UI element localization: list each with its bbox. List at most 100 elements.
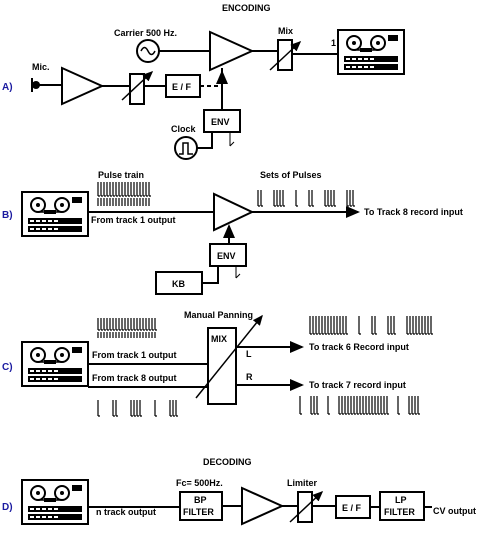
pulse-mark xyxy=(175,400,178,417)
ef-label-a: E / F xyxy=(172,82,192,92)
pulse-mark xyxy=(338,396,341,415)
pulse-mark xyxy=(139,318,142,331)
pulse-mark xyxy=(313,396,316,415)
from-track1-label: From track 1 output xyxy=(92,350,177,360)
section-b-letter: B) xyxy=(2,210,13,221)
pulse-mark xyxy=(127,182,130,197)
pulse-mark xyxy=(374,396,377,415)
pulse-mark xyxy=(386,396,389,415)
pulse-mark xyxy=(97,182,100,197)
pulse-mark xyxy=(112,400,115,417)
tape-recorder-c xyxy=(21,341,89,387)
left-channel-label: L xyxy=(246,349,252,359)
pulse-mark xyxy=(109,318,112,331)
pulse-mark xyxy=(276,190,279,207)
pulse-mark xyxy=(349,190,352,207)
sine-wave-icon xyxy=(140,46,156,56)
pulse-mark xyxy=(133,400,136,417)
pulse-mark xyxy=(130,400,133,417)
pulse-mark xyxy=(112,182,115,197)
pulse-mark xyxy=(154,400,157,417)
pulse-mark xyxy=(121,182,124,197)
amplifier-d xyxy=(241,486,285,526)
clock-label: Clock xyxy=(171,124,197,134)
sets-of-pulses-label: Sets of Pulses xyxy=(260,170,322,180)
pulse-mark xyxy=(333,190,336,207)
mic-amplifier xyxy=(61,66,105,106)
pulse-mark xyxy=(383,396,386,415)
pulse-mark xyxy=(279,190,282,207)
pulse-mark xyxy=(133,182,136,197)
right-channel-label: R xyxy=(246,372,253,382)
pulse-mark xyxy=(142,318,145,331)
tape-recorder-a xyxy=(337,29,405,75)
pulse-mark xyxy=(136,400,139,417)
pulse-mark xyxy=(330,316,333,335)
section-a-letter: A) xyxy=(2,82,13,93)
pulse-mark xyxy=(421,316,424,335)
pulse-mark xyxy=(424,316,427,335)
pulse-mark xyxy=(142,182,145,197)
pulse-mark xyxy=(145,182,148,197)
pulse-mark xyxy=(139,182,142,197)
mix-label-c: MIX xyxy=(211,334,227,344)
pulse-mark xyxy=(151,318,154,331)
pulse-sets-c-icon xyxy=(97,400,178,417)
pulse-mark xyxy=(103,318,106,331)
decoding-title: DECODING xyxy=(203,457,252,467)
bp-label-2: FILTER xyxy=(183,507,214,517)
pulse-mark xyxy=(339,316,342,335)
pulse-mark xyxy=(371,396,374,415)
lp-label-2: FILTER xyxy=(384,507,415,517)
pulse-mark xyxy=(377,396,380,415)
pulse-mark xyxy=(127,318,130,331)
pulse-mark xyxy=(315,316,318,335)
to-track6-label: To track 6 Record input xyxy=(309,342,409,352)
pulse-mark xyxy=(321,316,324,335)
pulse-mark xyxy=(368,396,371,415)
pulse-sets-icon xyxy=(257,190,355,207)
pulse-mark xyxy=(106,318,109,331)
pulse-mark xyxy=(311,190,314,207)
pulse-mark xyxy=(257,190,260,207)
clock-oscillator xyxy=(174,136,198,160)
pulse-mark xyxy=(380,396,383,415)
pulse-mark xyxy=(312,316,315,335)
pulse-mark xyxy=(115,182,118,197)
bp-filter-box xyxy=(179,491,223,521)
pulse-mark xyxy=(106,182,109,197)
pulse-mark xyxy=(318,316,321,335)
mix-label-a: Mix xyxy=(278,26,293,36)
pulse-mark xyxy=(411,396,414,415)
pulse-mark xyxy=(418,316,421,335)
n-track-label: n track output xyxy=(96,507,156,517)
pulse-output-r-icon xyxy=(299,396,420,415)
encoding-title: ENCODING xyxy=(222,3,271,13)
to-track-label-b: To Track 8 record input xyxy=(364,207,463,217)
from-track-label-b: From track 1 output xyxy=(91,215,176,225)
section-c-letter: C) xyxy=(2,362,13,373)
vca-b xyxy=(213,192,255,232)
pulse-mark xyxy=(350,396,353,415)
pulse-mark xyxy=(347,396,350,415)
pulse-mark xyxy=(118,182,121,197)
pulse-mark xyxy=(148,182,151,197)
pulse-mark xyxy=(118,318,121,331)
pulse-mark xyxy=(100,182,103,197)
pulse-mark xyxy=(309,316,312,335)
pulse-mark xyxy=(327,396,330,415)
pulse-mark xyxy=(412,316,415,335)
pulse-mark xyxy=(390,316,393,335)
fc-label: Fc= 500Hz. xyxy=(176,478,223,488)
pulse-mark xyxy=(310,396,313,415)
pulse-train-label: Pulse train xyxy=(98,170,144,180)
tape-recorder-d xyxy=(21,479,89,525)
pulse-mark xyxy=(341,396,344,415)
pulse-mark xyxy=(273,190,276,207)
pulse-mark xyxy=(97,318,100,331)
from-track8-label: From track 8 output xyxy=(92,373,177,383)
pulse-mark xyxy=(121,318,124,331)
pulse-mark xyxy=(148,318,151,331)
pulse-mark xyxy=(327,190,330,207)
pulse-mark xyxy=(353,396,356,415)
